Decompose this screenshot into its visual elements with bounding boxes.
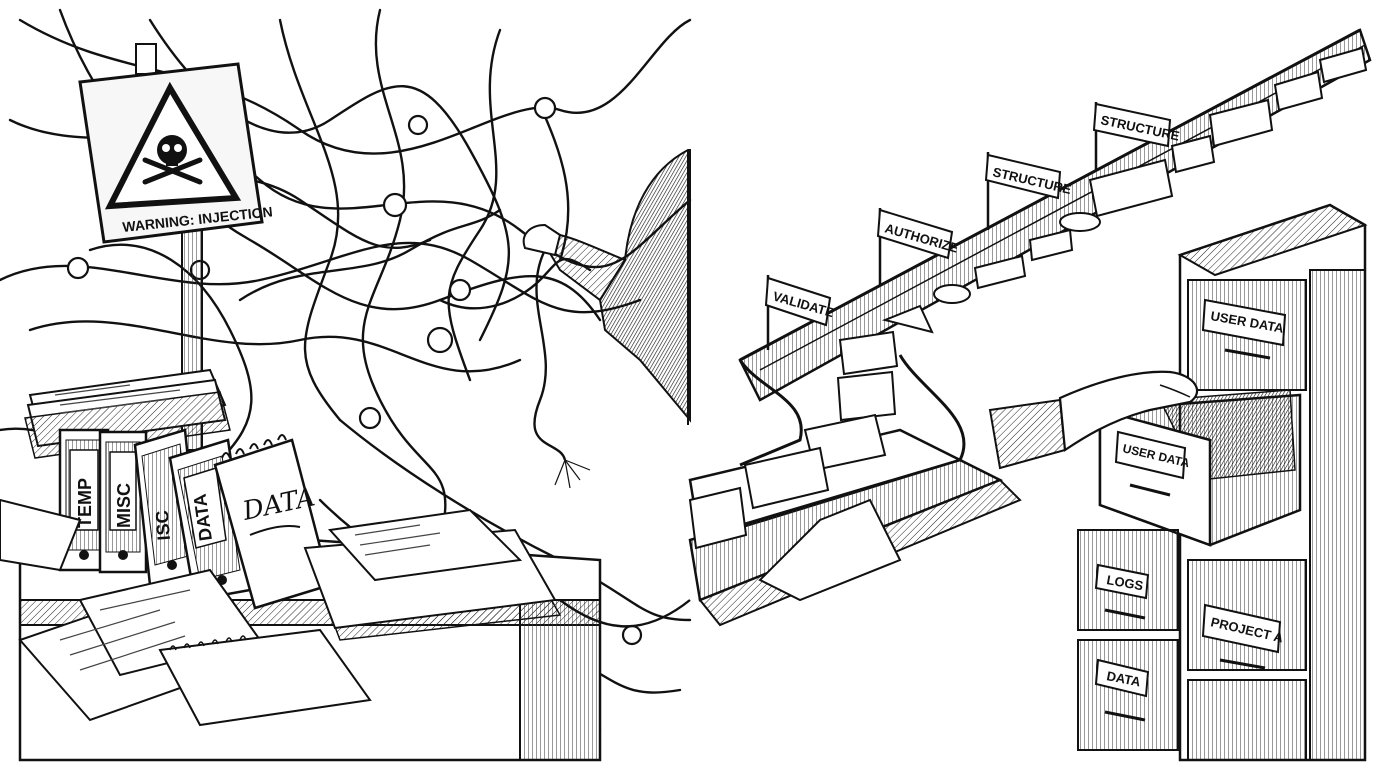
notebook-spiral (221, 434, 287, 459)
loose-papers (0, 498, 372, 727)
right-panel-pipeline: VALIDATE AUTHORIZE STRUCTURE STRUCTURE (688, 28, 1372, 762)
drawer-logs: LOGS (1077, 529, 1179, 631)
hooded-figure (522, 149, 691, 423)
conveyor-chute (758, 498, 902, 602)
drawer-user-data-open: USER DATA (1098, 389, 1302, 547)
conveyor-curve (738, 354, 966, 467)
pipeline-flags: VALIDATE AUTHORIZE STRUCTURE STRUCTURE (764, 102, 1181, 350)
rope-knots (66, 96, 643, 646)
filing-cabinet: USER DATA USER DATA LOGS (1077, 203, 1368, 762)
drawer-bottom (1187, 679, 1307, 761)
paper-pile-right (303, 508, 562, 641)
binder-label: ISC (152, 510, 174, 541)
drawer-user-data-top: USER DATA (1187, 279, 1307, 391)
warning-sign: WARNING: INJECTION (78, 43, 273, 451)
binder-label: TEMP (75, 478, 95, 528)
frayed-rope (533, 249, 567, 461)
bridge-rope (559, 599, 691, 628)
data-blocks (688, 46, 1368, 550)
drawer-data: DATA (1077, 639, 1179, 751)
flag-validate: VALIDATE (764, 275, 836, 350)
binder-misc: MISC (98, 430, 148, 574)
drawer-label: LOGS (1105, 572, 1144, 593)
reaching-arm (988, 370, 1198, 470)
spiral-pad (158, 628, 372, 727)
hand (1058, 370, 1198, 452)
drawer-label: DATA (1105, 668, 1142, 689)
skull-crossbones-icon (142, 135, 203, 185)
binder-label: MISC (114, 483, 134, 528)
left-panel-chaos: WARNING: INJECTION TEMP (0, 8, 692, 762)
drawer-project-a: PROJECT A (1187, 559, 1307, 671)
frayed-rope-end (554, 459, 591, 489)
hand (522, 223, 562, 257)
spiral-notebook: DATA (213, 434, 332, 610)
sleeve (988, 398, 1067, 470)
